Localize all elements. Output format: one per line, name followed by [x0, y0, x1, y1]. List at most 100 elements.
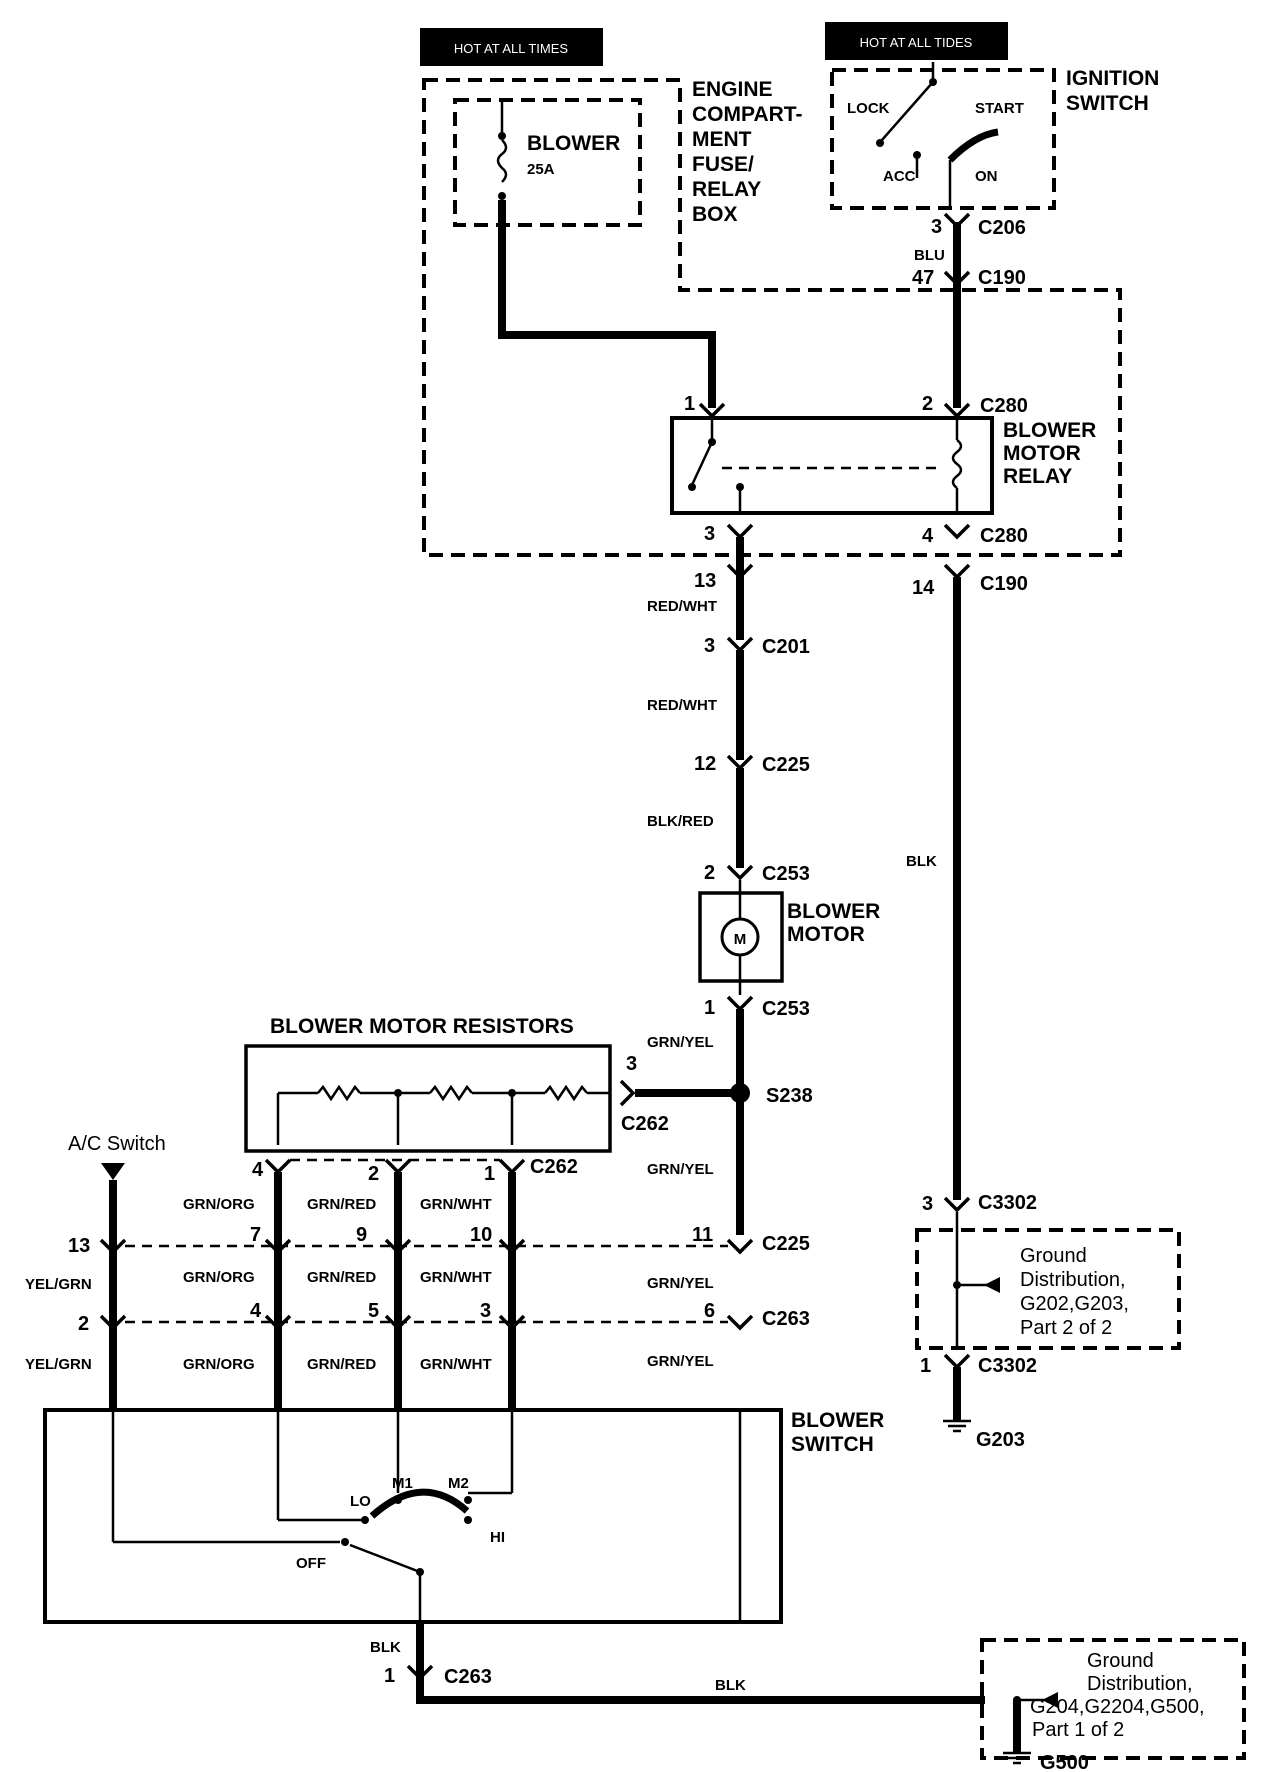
- wire-label-grn-org-1: GRN/ORG: [183, 1196, 255, 1213]
- ground-dist-2-line-4: Part 1 of 2: [1032, 1719, 1124, 1741]
- pin-c225-11: 11: [692, 1224, 713, 1246]
- pin-c263-3: 3: [480, 1300, 491, 1322]
- label-c3302-bottom: C3302: [978, 1355, 1037, 1377]
- label-g203: G203: [976, 1429, 1025, 1451]
- blower-switch-label-1: BLOWER: [791, 1409, 884, 1432]
- connector-c280-pin3: [726, 523, 754, 540]
- motor-symbol-label: M: [734, 931, 747, 948]
- connector-c225-pin7: [264, 1238, 292, 1255]
- pin-c262-2: 2: [368, 1163, 379, 1185]
- ignition-on-label: ON: [975, 168, 998, 185]
- hot-tag-2-text: HOT AT ALL TIDES: [860, 35, 973, 50]
- label-c3302-top: C3302: [978, 1192, 1037, 1214]
- connector-c225-pin10: [498, 1238, 526, 1255]
- connector-c225-pin13: [99, 1238, 127, 1255]
- relay-coil: [951, 420, 963, 512]
- engine-fuse-relay-box-outline: [422, 78, 1122, 557]
- ground-distribution-1-label: Ground Distribution, G202,G203, Part 2 o…: [1020, 1245, 1129, 1339]
- blower-motor-label: BLOWER MOTOR: [787, 900, 880, 946]
- label-c280-top: C280: [980, 395, 1028, 417]
- blower-fuse-box: [453, 98, 642, 227]
- relay-label-3: RELAY: [1003, 465, 1072, 488]
- ground-dist-1-line-1: Ground: [1020, 1245, 1087, 1267]
- relay-label-1: BLOWER: [1003, 419, 1096, 442]
- pin-c3302-3: 3: [922, 1193, 933, 1215]
- wire-label-blk-bottom: BLK: [715, 1677, 746, 1694]
- connector-c280-pin1: [698, 402, 726, 419]
- label-c190-bottom: C190: [980, 573, 1028, 595]
- hot-tag-1-text: HOT AT ALL TIMES: [454, 41, 568, 56]
- ignition-acc-label: ACC: [883, 168, 916, 185]
- engine-box-label: ENGINE COMPART- MENT FUSE/ RELAY BOX: [692, 78, 802, 226]
- engine-box-label-line-1: ENGINE: [692, 78, 773, 101]
- pin-c190-47: 47: [912, 267, 934, 289]
- fuse-name: BLOWER: [527, 132, 620, 155]
- pin-c280-2: 2: [922, 393, 933, 415]
- pin-c263-2: 2: [78, 1313, 89, 1335]
- blower-motor-resistors-box: [244, 1044, 612, 1153]
- ignition-switch-box: [830, 68, 1056, 210]
- connector-c263-pin3: [498, 1314, 526, 1331]
- wire-label-red-wht-1: RED/WHT: [647, 598, 717, 615]
- wire-blk-switch-ground: [416, 1622, 985, 1704]
- wire-label-grn-yel-4: GRN/YEL: [647, 1353, 714, 1370]
- label-c190-top: C190: [978, 267, 1026, 289]
- wire-label-grn-red-3: GRN/RED: [307, 1356, 376, 1373]
- wire-label-yel-grn-2: YEL/GRN: [25, 1356, 92, 1373]
- label-c225-bottom: C225: [762, 1233, 810, 1255]
- connector-c253-pin2: [726, 864, 754, 881]
- connector-c190-pin14: [943, 563, 971, 580]
- connector-c280-pin4: [943, 523, 971, 540]
- pin-c263-1: 1: [384, 1665, 395, 1687]
- wire-label-grn-yel-3: GRN/YEL: [647, 1275, 714, 1292]
- pin-c225-13: 13: [68, 1235, 90, 1257]
- connector-c280-pin2: [943, 402, 971, 419]
- connector-c3302-pin1: [943, 1353, 971, 1370]
- hot-at-all-times-tag-1: HOT AT ALL TIMES: [420, 28, 603, 66]
- pin-c3302-1: 1: [920, 1355, 931, 1377]
- wire-label-grn-org-3: GRN/ORG: [183, 1356, 255, 1373]
- connector-c263-pin4: [264, 1314, 292, 1331]
- pin-c190-14: 14: [912, 577, 935, 599]
- label-g500: G500: [1040, 1752, 1089, 1772]
- blower-switch-box: [43, 1408, 783, 1624]
- ground-dist-2-line-1: Ground: [1087, 1650, 1154, 1672]
- blower-motor-label-2: MOTOR: [787, 923, 865, 946]
- relay-internal-switch: [688, 420, 940, 512]
- wire-label-blu: BLU: [914, 247, 945, 264]
- pin-c280-3: 3: [704, 523, 715, 545]
- resistors-title: BLOWER MOTOR RESISTORS: [270, 1015, 574, 1038]
- relay-label: BLOWER MOTOR RELAY: [1003, 419, 1096, 488]
- wire-label-grn-wht-2: GRN/WHT: [420, 1269, 492, 1286]
- wire-label-blk-right: BLK: [906, 853, 937, 870]
- switch-m1-label: M1: [392, 1475, 413, 1492]
- label-c262-bottom: C262: [530, 1156, 578, 1178]
- blower-motor-relay-box: [670, 416, 994, 515]
- pin-c280-1: 1: [684, 393, 695, 415]
- ground-distribution-2-label: Ground Distribution, G204,G2204,G500, Pa…: [1030, 1650, 1205, 1741]
- label-c253-bottom: C253: [762, 998, 810, 1020]
- ground-dist-2-line-3: G204,G2204,G500,: [1030, 1696, 1205, 1718]
- label-c263-bottom: C263: [444, 1666, 492, 1688]
- switch-lo-label: LO: [350, 1493, 371, 1510]
- blower-motor-label-1: BLOWER: [787, 900, 880, 923]
- ac-switch-arrow-icon: [101, 1163, 125, 1180]
- ignition-start-label: START: [975, 100, 1024, 117]
- connector-c263-pin2: [99, 1314, 127, 1331]
- connector-c225-pin9: [384, 1238, 412, 1255]
- label-c253-top: C253: [762, 863, 810, 885]
- pin-c201-3: 3: [704, 635, 715, 657]
- label-c201: C201: [762, 636, 810, 658]
- ground-distribution-2-box: [980, 1638, 1246, 1760]
- engine-box-label-line-6: BOX: [692, 203, 738, 226]
- blower-switch-label: BLOWER SWITCH: [791, 1409, 884, 1456]
- switch-m2-label: M2: [448, 1475, 469, 1492]
- blower-switch-internal: [111, 1412, 742, 1622]
- ground-distribution-1-arrow-icon: [984, 1277, 1000, 1293]
- wire-label-grn-yel-1: GRN/YEL: [647, 1034, 714, 1051]
- connector-c206: [943, 212, 971, 229]
- resistor-network: [276, 1084, 610, 1145]
- connector-c262-pin1: [498, 1158, 526, 1175]
- engine-box-label-line-5: RELAY: [692, 178, 761, 201]
